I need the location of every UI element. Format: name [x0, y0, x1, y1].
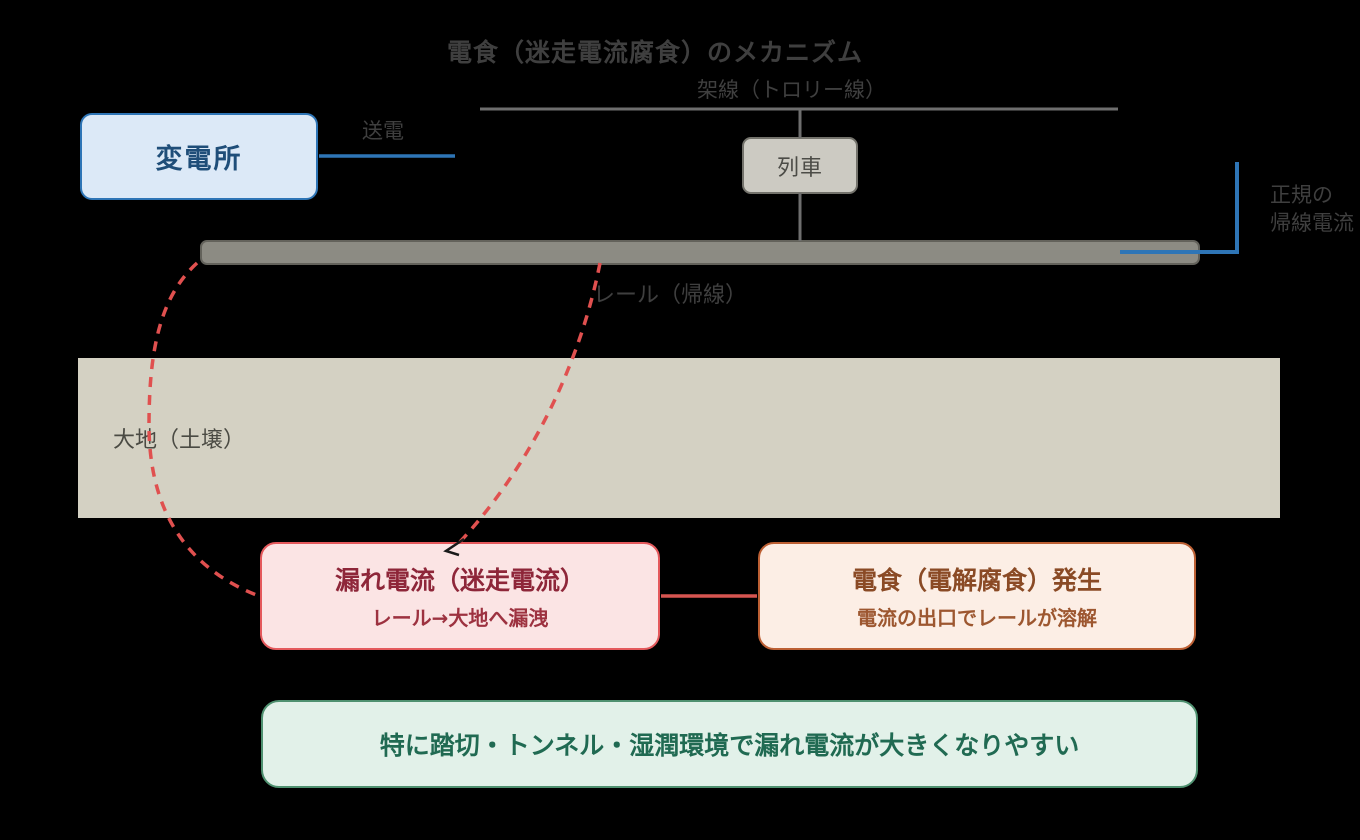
overhead-wire-label: 架線（トロリー線） [697, 78, 886, 102]
corrosion-subtitle: 電流の出口でレールが溶解 [857, 606, 1097, 630]
page-title: 電食（迷走電流腐食）のメカニズム [447, 38, 864, 67]
note-text: 特に踏切・トンネル・湿潤環境で漏れ電流が大きくなりやすい [379, 731, 1080, 760]
corrosion-title: 電食（電解腐食）発生 [851, 566, 1102, 595]
power-send-label: 送電 [362, 119, 404, 143]
train-label: 列車 [776, 155, 823, 181]
return-current-line [1120, 162, 1239, 254]
train-box: 列車 [742, 137, 858, 194]
rail-bar [200, 240, 1200, 265]
substation-label: 変電所 [155, 144, 243, 175]
rail-label: レール（帰線） [593, 283, 748, 308]
leakage-subtitle: レール→大地へ漏洩 [371, 606, 549, 630]
ground-area: 大地（土壌） [78, 358, 1280, 518]
return-current-label-line1: 正規の [1270, 183, 1333, 207]
return-current-label: 正規の 帰線電流 [1270, 181, 1354, 237]
corrosion-box: 電食（電解腐食）発生 電流の出口でレールが溶解 [758, 542, 1196, 650]
note-box: 特に踏切・トンネル・湿潤環境で漏れ電流が大きくなりやすい [261, 700, 1198, 788]
return-current-label-line2: 帰線電流 [1270, 211, 1354, 235]
substation-box: 変電所 [80, 113, 318, 200]
ground-label: 大地（土壌） [113, 428, 246, 453]
leakage-title: 漏れ電流（迷走電流） [334, 566, 585, 595]
leakage-current-box: 漏れ電流（迷走電流） レール→大地へ漏洩 [260, 542, 660, 650]
